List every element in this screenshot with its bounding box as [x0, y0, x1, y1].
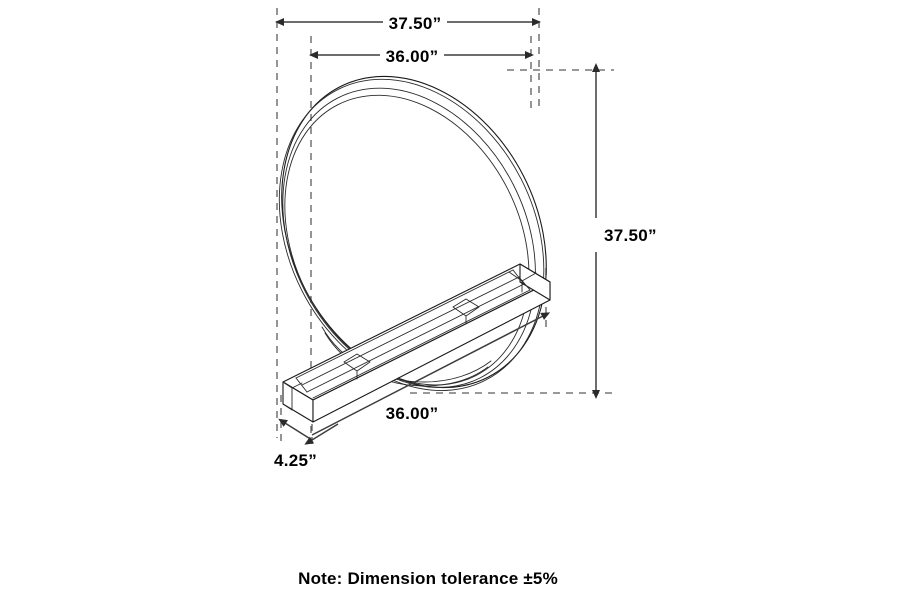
base-right-end-face [519, 263, 551, 301]
base-bracket-two [343, 353, 371, 372]
mirror-frame-outer-edge-highlight [278, 78, 545, 391]
dim-line-base-depth-right [304, 423, 339, 445]
mirror-bottom-arc-in-channel-2 [321, 326, 492, 383]
mirror-frame-inner-edge [282, 87, 536, 388]
mirror-base-stand [282, 263, 551, 423]
base-channel-inner-line [306, 283, 525, 393]
mirror-glass-edge [284, 94, 530, 386]
base-bracket-one [452, 298, 480, 317]
base-left-end-cap [282, 381, 293, 411]
dim-label-base-depth: 4.25” [274, 451, 317, 470]
base-channel-outer-line [295, 269, 514, 379]
dim-label-mirror-width: 36.00” [386, 47, 439, 66]
dim-label-overall-width: 37.50” [389, 14, 442, 33]
dimension-labels: 37.50” 36.00” 37.50” 36.00” 4.25” [274, 14, 657, 470]
dim-line-base-length [311, 312, 551, 436]
tolerance-note: Note: Dimension tolerance ±5% [298, 569, 558, 588]
base-channel-end-left [295, 377, 308, 393]
dimension-lines [275, 18, 600, 445]
base-top-face [282, 263, 551, 401]
mirror-frame [278, 75, 547, 391]
dim-label-base-length: 36.00” [386, 404, 439, 423]
base-left-end-cap-2 [291, 382, 303, 389]
base-channel-bottom-line [312, 289, 531, 399]
mirror-assembly [278, 75, 547, 391]
base-channel-end-right-2 [518, 276, 531, 291]
dim-line-base-depth-left [278, 418, 313, 441]
base-channel-floor-line [301, 276, 520, 386]
dim-label-overall-height: 37.50” [604, 226, 657, 245]
